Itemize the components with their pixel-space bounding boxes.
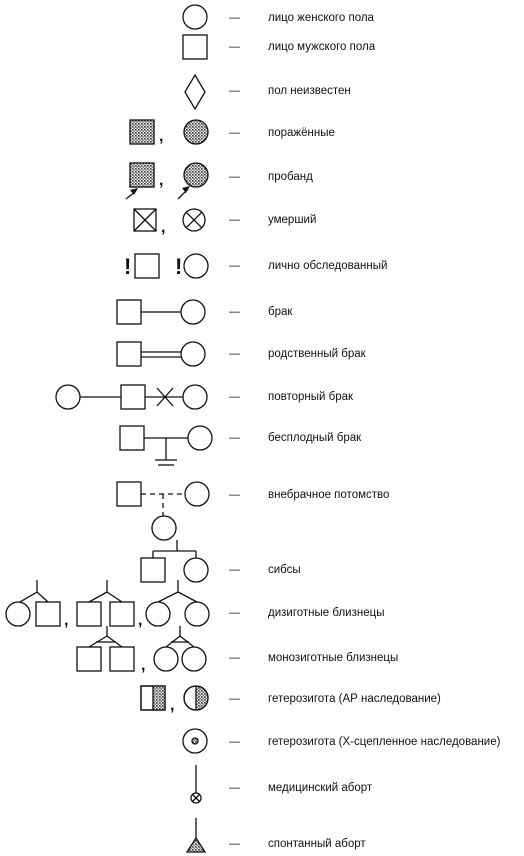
label-medical-abortion: медицинский аборт <box>268 782 373 794</box>
affected-shaded-icon <box>129 119 209 145</box>
label-consanguineous: родственный брак <box>268 348 366 360</box>
comma-deceased: , <box>161 219 166 236</box>
dashed-line-icon <box>116 481 210 541</box>
label-het-x: гетерозигота (Х-сцепленное наследование) <box>268 736 501 748</box>
infertile-marriage-icon <box>119 425 213 466</box>
label-unknown-sex: пол неизвестен <box>268 85 351 97</box>
separator-dash: — <box>229 85 240 97</box>
comma-monozygotic: , <box>141 657 146 674</box>
separator-dash: — <box>229 489 240 501</box>
separator-dash: — <box>229 306 240 318</box>
label-proband: пробанд <box>268 171 313 183</box>
separator-dash: — <box>229 260 240 272</box>
triangle-icon <box>185 818 207 853</box>
abortion-icon <box>190 765 202 804</box>
label-infertile: бесплодный брак <box>268 432 362 444</box>
label-siblings: сибсы <box>268 564 301 576</box>
separator-dash: — <box>229 41 240 53</box>
male-square-icon <box>182 34 208 60</box>
label-deceased: умерший <box>268 214 317 226</box>
separator-dash: — <box>229 127 240 139</box>
separator-dash: — <box>229 12 240 24</box>
separator-dash: — <box>229 171 240 183</box>
examined-exclamation-icon <box>134 253 209 279</box>
exclamation-male: ! <box>124 254 132 279</box>
label-illegitimate: внебрачное потомство <box>268 489 390 501</box>
label-female: лицо женского пола <box>268 12 374 24</box>
proband-arrow-icon <box>125 162 209 200</box>
exclamation-female: ! <box>175 254 183 279</box>
female-circle-icon <box>182 4 208 30</box>
dizygotic-twins-icon <box>5 580 210 627</box>
comma-heterozygote: , <box>170 697 175 714</box>
marriage-line-icon <box>116 299 206 325</box>
label-het-ar: гетерозигота (АР наследование) <box>268 693 441 705</box>
separator-dash: — <box>229 782 240 794</box>
separator-dash: — <box>229 693 240 705</box>
separator-dash: — <box>229 652 240 664</box>
remarriage-icon <box>55 384 208 410</box>
label-examined: лично обследованный <box>268 260 388 272</box>
separator-dash: — <box>229 736 240 748</box>
comma-dizygotic-2: , <box>138 612 143 629</box>
label-spontaneous-abortion: спонтанный аборт <box>268 838 366 850</box>
separator-dash: — <box>229 564 240 576</box>
half-shaded-icon <box>140 685 209 711</box>
comma-dizygotic-1: , <box>64 612 69 629</box>
siblings-icon <box>140 540 209 583</box>
label-marriage: брак <box>268 306 293 318</box>
label-monozygotic: монозиготные близнецы <box>268 652 399 664</box>
dotted-circle-icon <box>182 728 208 754</box>
comma-affected: , <box>159 128 164 145</box>
label-dizygotic: дизиготные близнецы <box>268 607 385 619</box>
separator-dash: — <box>229 391 240 403</box>
separator-dash: — <box>229 607 240 619</box>
label-remarriage: повторный брак <box>268 391 354 403</box>
label-affected: поражённые <box>268 127 335 139</box>
double-line-icon <box>116 341 206 367</box>
separator-dash: — <box>229 432 240 444</box>
deceased-crossed-icon <box>133 208 206 232</box>
separator-dash: — <box>229 214 240 226</box>
separator-dash: — <box>229 838 240 850</box>
diamond-icon <box>184 73 206 111</box>
comma-proband: , <box>159 172 164 189</box>
label-male: лицо мужского пола <box>268 41 376 53</box>
monozygotic-twins-icon <box>76 626 207 672</box>
separator-dash: — <box>229 348 240 360</box>
